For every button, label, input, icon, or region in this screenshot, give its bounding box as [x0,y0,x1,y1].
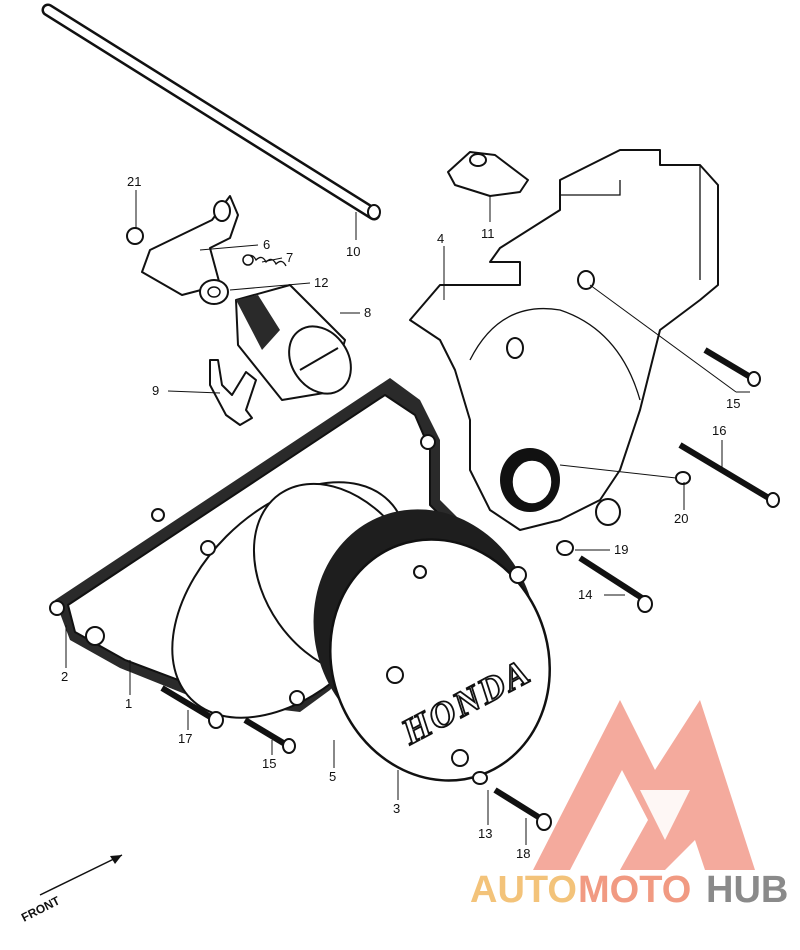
callout-1: 1 [125,696,132,711]
callout-21: 21 [127,174,141,189]
bolt-14 [578,555,653,613]
callout-19: 19 [614,542,628,557]
pin-20 [675,471,691,485]
callout-14: 14 [578,587,592,602]
part-21-cap [126,227,144,245]
watermark-hub: HUB [706,869,788,911]
part-12-washer [199,279,229,305]
callout-4: 4 [437,231,444,246]
part-8-cylinder [235,284,352,401]
callout-labels: 21 6 7 12 8 9 10 11 4 15 16 20 19 14 13 … [61,174,740,861]
bolt-17 [678,442,780,508]
callout-11: 11 [481,226,495,241]
callout-12: 12 [314,275,328,290]
watermark-auto: AUTO [470,869,577,911]
callout-2: 2 [61,669,68,684]
front-direction-indicator: FRONT [19,854,123,925]
part-11-clip [447,151,529,197]
callout-17: 16 [712,423,726,438]
bolt-18 [493,787,552,831]
callout-15-upper: 15 [726,396,740,411]
part-7-spring [242,254,287,267]
callout-20: 20 [674,511,688,526]
callout-13: 13 [478,826,492,841]
callout-9: 9 [152,383,159,398]
part-10-shaft [41,3,381,221]
washer-19 [556,540,574,556]
part-6-lever [141,195,239,296]
front-label: FRONT [19,893,63,925]
bolt-16 [160,685,224,729]
oring-13 [472,771,488,785]
callout-3: 3 [393,801,400,816]
callout-10: 10 [346,244,360,259]
automotohub-watermark: AUTO MOTO HUB [470,700,788,911]
callout-5: 5 [329,769,336,784]
leader-lines [65,190,750,845]
watermark-moto: MOTO [578,869,691,911]
bolt-15-upper [703,347,761,387]
callout-6: 6 [263,237,270,252]
bolt-15-lower [243,717,296,754]
callout-8: 8 [364,305,371,320]
watermark-logo-mark [533,700,755,870]
part-4-bracket [409,149,719,531]
callout-16: 17 [178,731,192,746]
part-9-shift-fork [209,359,257,426]
callout-7: 7 [286,250,293,265]
callout-18: 18 [516,846,530,861]
callout-15-lower: 15 [262,756,276,771]
